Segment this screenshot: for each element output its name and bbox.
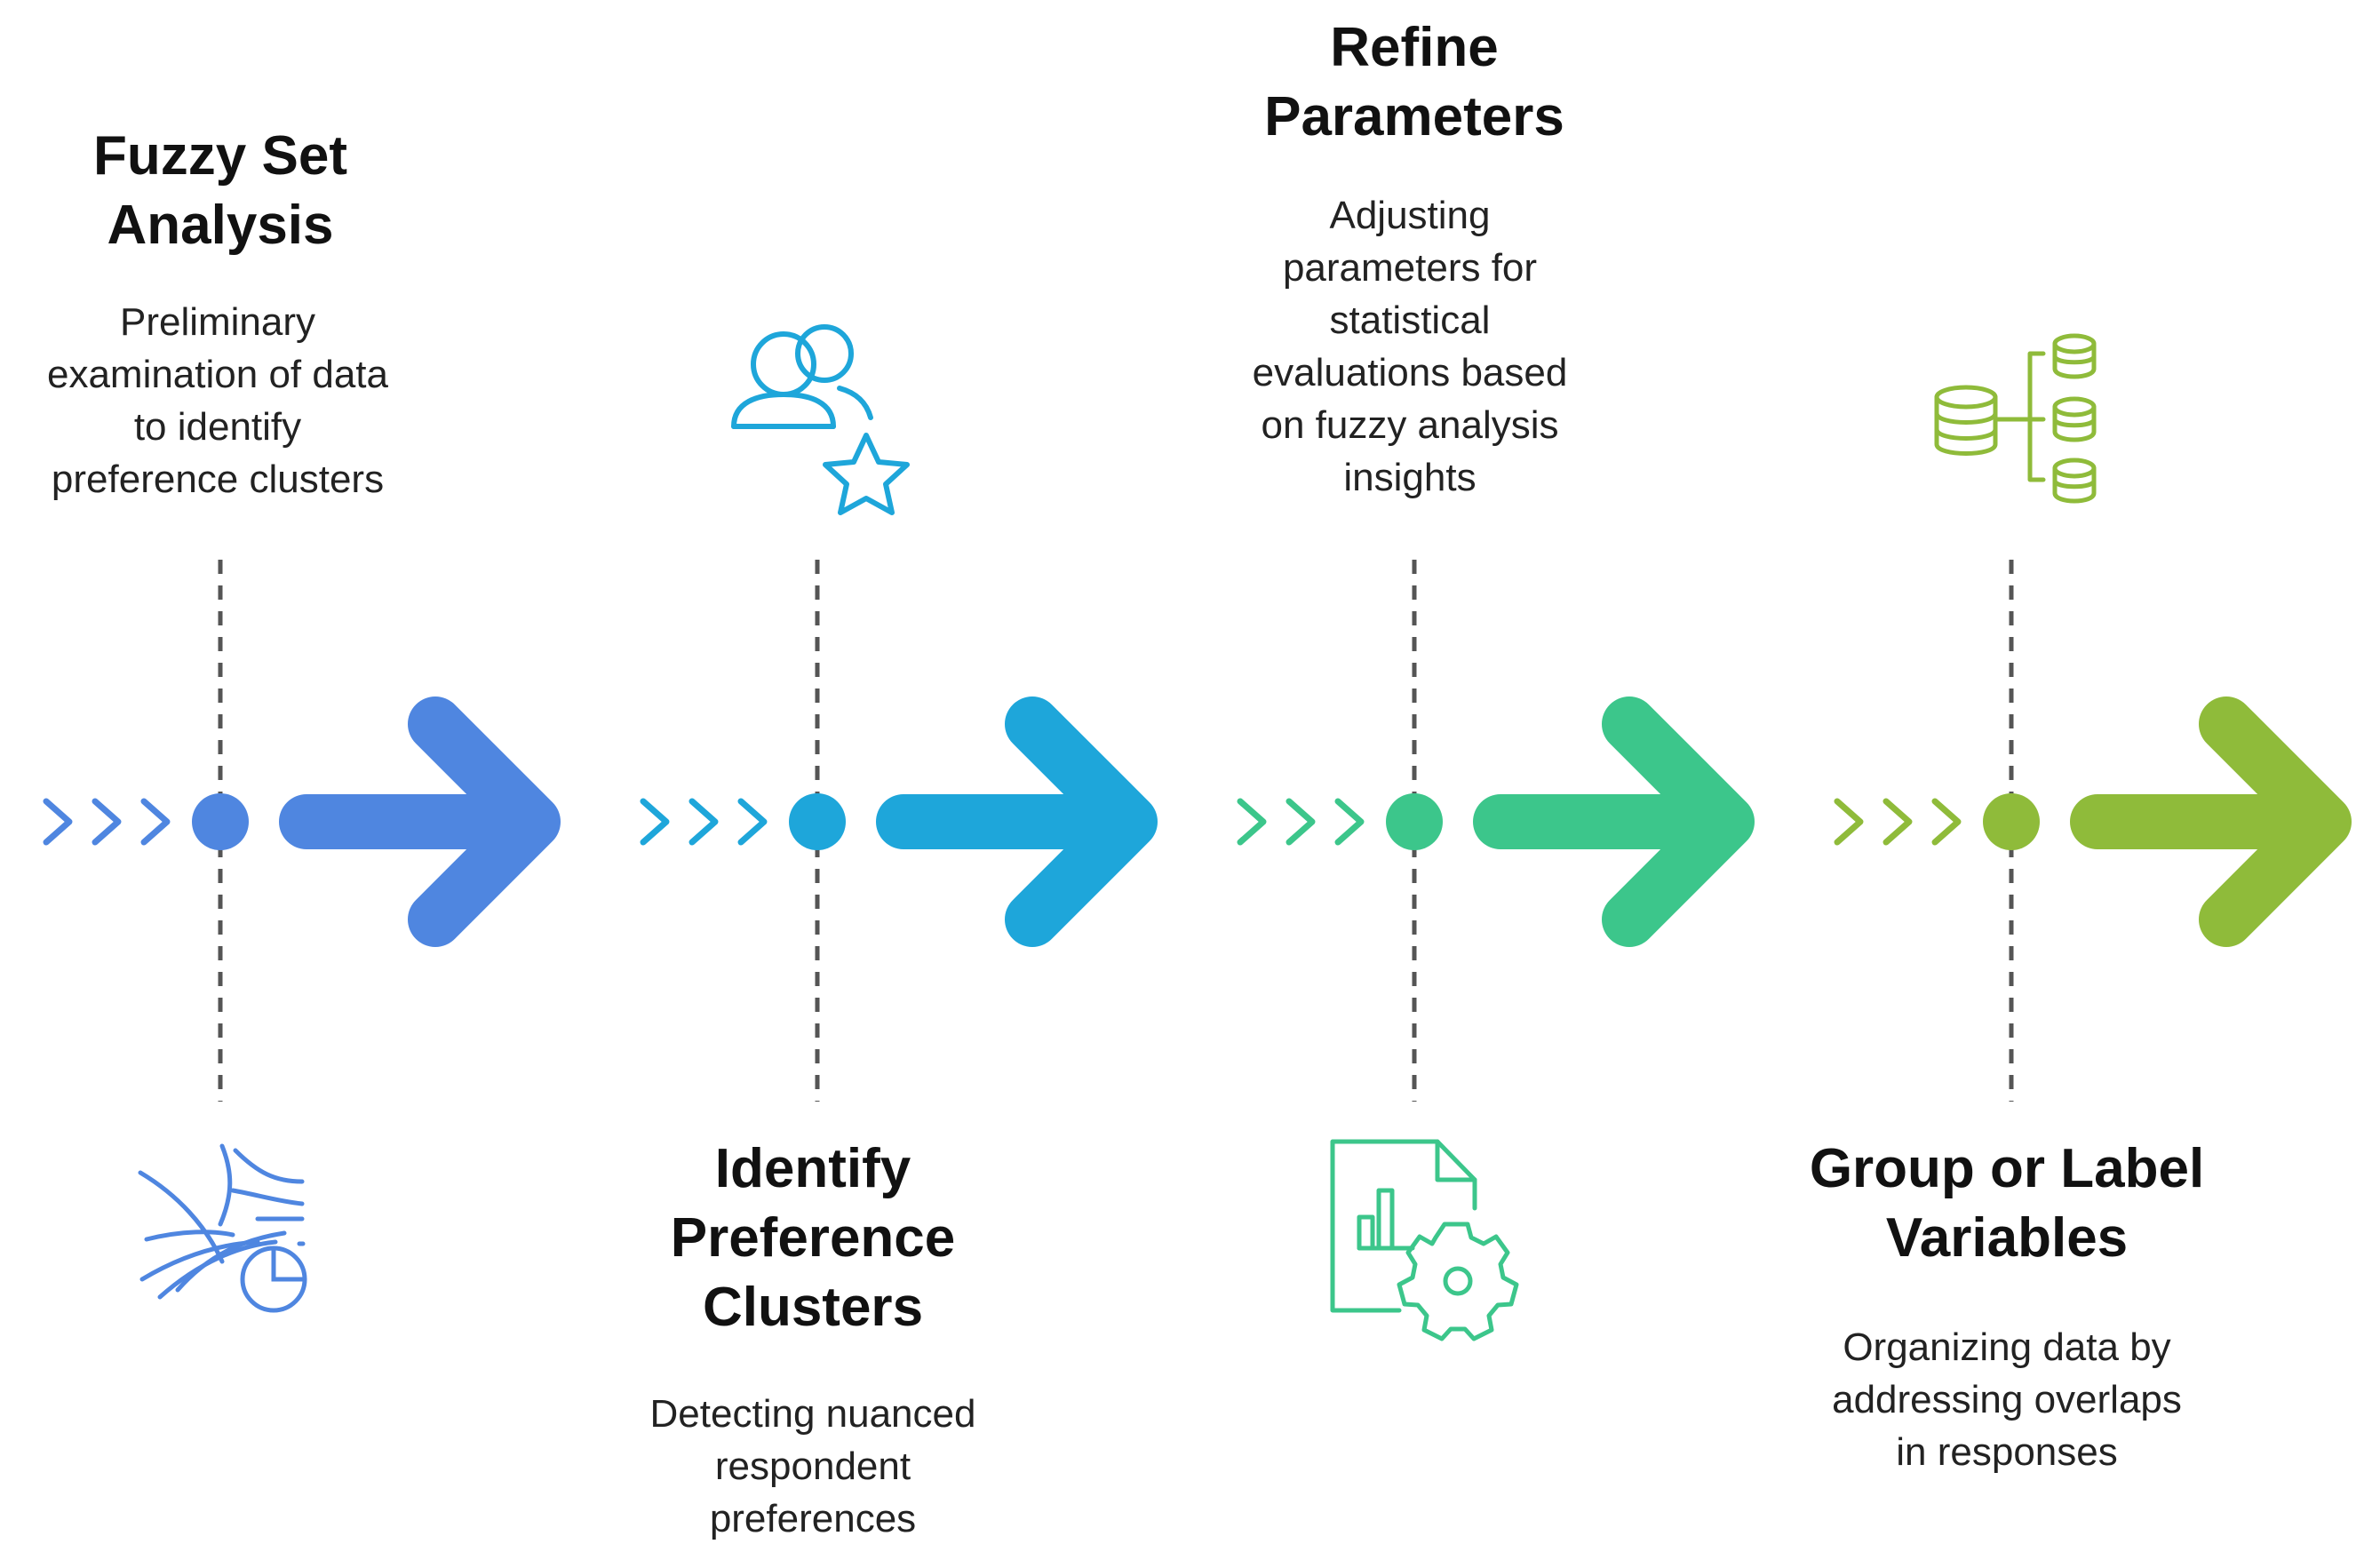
step-1-small-chevron-3 <box>140 798 171 846</box>
step-3-title: Refine Parameters <box>1210 13 1619 152</box>
step-3-desc-line: statistical <box>1329 298 1491 342</box>
wind-pie-chart-icon <box>138 1143 307 1313</box>
step-1-small-chevron-2 <box>92 798 122 846</box>
step-2-small-chevron-3 <box>737 798 768 846</box>
step-4-timeline <box>1834 560 2352 1102</box>
step-2-title: Identify Preference Clusters <box>609 1134 1017 1342</box>
step-4-description: Organizing data by addressing overlaps i… <box>1780 1321 2233 1478</box>
step-4-small-chevron-3 <box>1931 798 1962 846</box>
step-3-node <box>1386 793 1443 850</box>
step-3-small-chevron-3 <box>1334 798 1365 846</box>
step-2-description: Detecting nuanced respondent preferences <box>591 1388 1035 1545</box>
step-3-small-chevron-2 <box>1286 798 1316 846</box>
step-3-desc-line: insights <box>1343 456 1477 499</box>
step-3-desc-line: on fuzzy analysis <box>1261 403 1559 447</box>
step-4-arrow <box>2070 696 2352 947</box>
step-2-small-chevron-1 <box>640 798 670 846</box>
step-4-small-chevron-2 <box>1883 798 1913 846</box>
step-4-desc-line: Organizing data by <box>1843 1325 2171 1369</box>
step-1-timeline <box>43 560 561 1102</box>
step-3-timeline <box>1237 560 1755 1102</box>
step-4-desc-line: addressing overlaps <box>1832 1378 2182 1421</box>
step-4-title-line: Group or Label <box>1809 1138 2205 1199</box>
step-3-desc-line: parameters for <box>1282 246 1538 290</box>
step-2-node <box>789 793 846 850</box>
step-3-desc-line: Adjusting <box>1329 194 1491 237</box>
step-3-arrow <box>1473 696 1755 947</box>
step-4-title: Group or Label Variables <box>1776 1134 2238 1273</box>
step-1-desc-line: to identify <box>133 405 302 449</box>
step-1-title-line: Fuzzy Set <box>93 125 347 187</box>
step-4-node <box>1983 793 2040 850</box>
step-1-desc-line: examination of data <box>46 353 389 396</box>
step-4-title-line: Variables <box>1885 1207 2129 1269</box>
report-gear-icon <box>1330 1139 1519 1341</box>
step-2-arrow <box>876 696 1158 947</box>
step-3-title-line: Parameters <box>1264 86 1564 147</box>
step-2-desc-line: Detecting nuanced <box>649 1392 976 1436</box>
step-1-title-line: Analysis <box>107 195 334 256</box>
step-1-arrow <box>279 696 561 947</box>
step-2-desc-line: preferences <box>709 1497 917 1540</box>
step-3-desc-line: evaluations based <box>1252 351 1568 394</box>
database-hierarchy-icon <box>1934 333 2097 504</box>
step-4-desc-line: in responses <box>1896 1430 2118 1474</box>
step-2-desc-line: respondent <box>714 1445 911 1488</box>
users-star-icon <box>731 324 910 515</box>
step-2-small-chevron-2 <box>689 798 719 846</box>
step-1-desc-line: preference clusters <box>51 458 385 501</box>
step-3-small-chevron-1 <box>1237 798 1267 846</box>
step-1-small-chevron-1 <box>43 798 73 846</box>
step-1-title: Fuzzy Set Analysis <box>16 122 425 260</box>
step-1-node <box>192 793 249 850</box>
step-3-description: Adjusting parameters for statistical eva… <box>1188 189 1632 504</box>
step-4-small-chevron-1 <box>1834 798 1864 846</box>
step-2-timeline <box>640 560 1158 1102</box>
step-1-desc-line: Preliminary <box>119 300 316 344</box>
step-1-description: Preliminary examination of data to ident… <box>0 296 435 505</box>
step-3-title-line: Refine <box>1330 17 1499 78</box>
step-2-title-line: Clusters <box>702 1277 924 1338</box>
step-2-title-line: Identify <box>714 1138 911 1199</box>
step-2-title-line: Preference <box>670 1207 956 1269</box>
